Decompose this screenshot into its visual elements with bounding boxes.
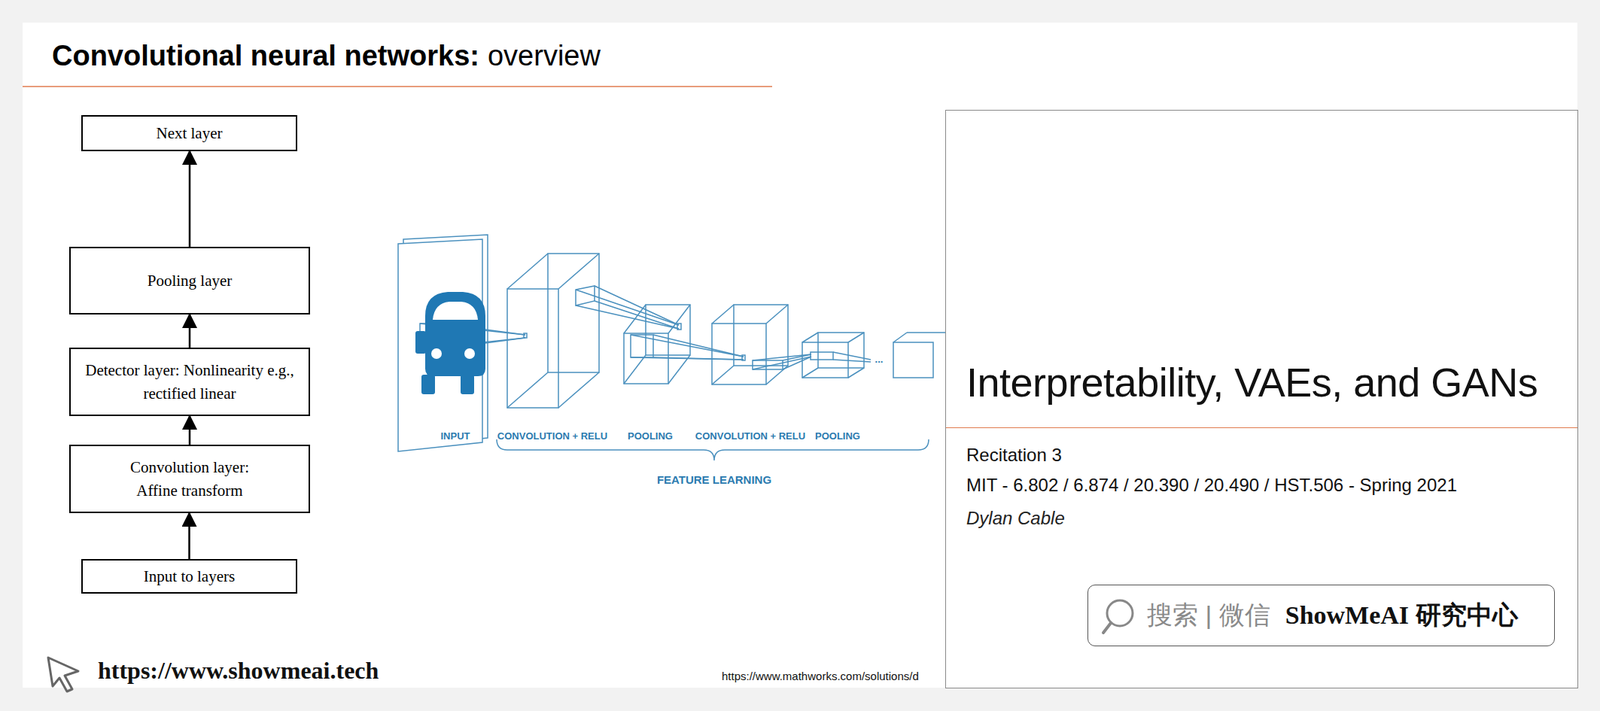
search-hint: 搜索 | 微信 [1146, 598, 1271, 633]
layer-caption: POOLING [627, 430, 673, 442]
layer-label: Pooling layer [147, 269, 233, 293]
layer-box: Input to layers [81, 559, 298, 594]
layer-box: Convolution layer: Affine transform [69, 444, 311, 514]
card-line: Dylan Cable [966, 507, 1065, 530]
search-icon [1100, 595, 1143, 638]
title-suffix: overview [487, 39, 601, 72]
layer-box: Next layer [81, 115, 298, 152]
card-line: MIT - 6.802 / 6.874 / 20.390 / 20.490 / … [966, 474, 1458, 496]
title-card: Interpretability, VAEs, and GANsRecitati… [945, 109, 1579, 689]
ellipsis: ... [875, 353, 884, 366]
site-url: https://www.showmeai.tech [97, 657, 379, 685]
layer-caption: CONVOLUTION + RELU [695, 430, 806, 442]
layer-label: Detector layer: Nonlinearity e.g., recti… [79, 358, 300, 405]
flow-arrow [188, 416, 192, 445]
layer-box: Pooling layer [69, 246, 311, 315]
layer-caption: INPUT [441, 430, 471, 442]
layer-box: Detector layer: Nonlinearity e.g., recti… [69, 347, 311, 417]
card-rule [946, 427, 1578, 429]
search-badge: 搜索 | 微信 ShowMeAI 研究中心 [1087, 584, 1555, 647]
layer-caption: CONVOLUTION + RELU [497, 430, 608, 442]
layer-label: Input to layers [143, 565, 235, 588]
flow-arrow [188, 151, 192, 247]
card-line: Recitation 3 [966, 444, 1062, 466]
layer-label: Next layer [155, 121, 223, 145]
card-title: Interpretability, VAEs, and GANs [966, 358, 1538, 406]
flow-arrow [188, 513, 191, 560]
brace-caption: FEATURE LEARNING [657, 473, 772, 487]
brand-name: ShowMeAI 研究中心 [1285, 598, 1518, 633]
source-url: https://www.mathworks.com/solutions/d [721, 669, 919, 683]
layer-label: Convolution layer: Affine transform [109, 456, 271, 502]
layer-caption: POOLING [815, 430, 861, 442]
flow-arrow [188, 314, 192, 348]
title-row: Convolutional neural networks:overview [51, 39, 601, 73]
slide-title: Convolutional neural networks: [51, 39, 480, 72]
